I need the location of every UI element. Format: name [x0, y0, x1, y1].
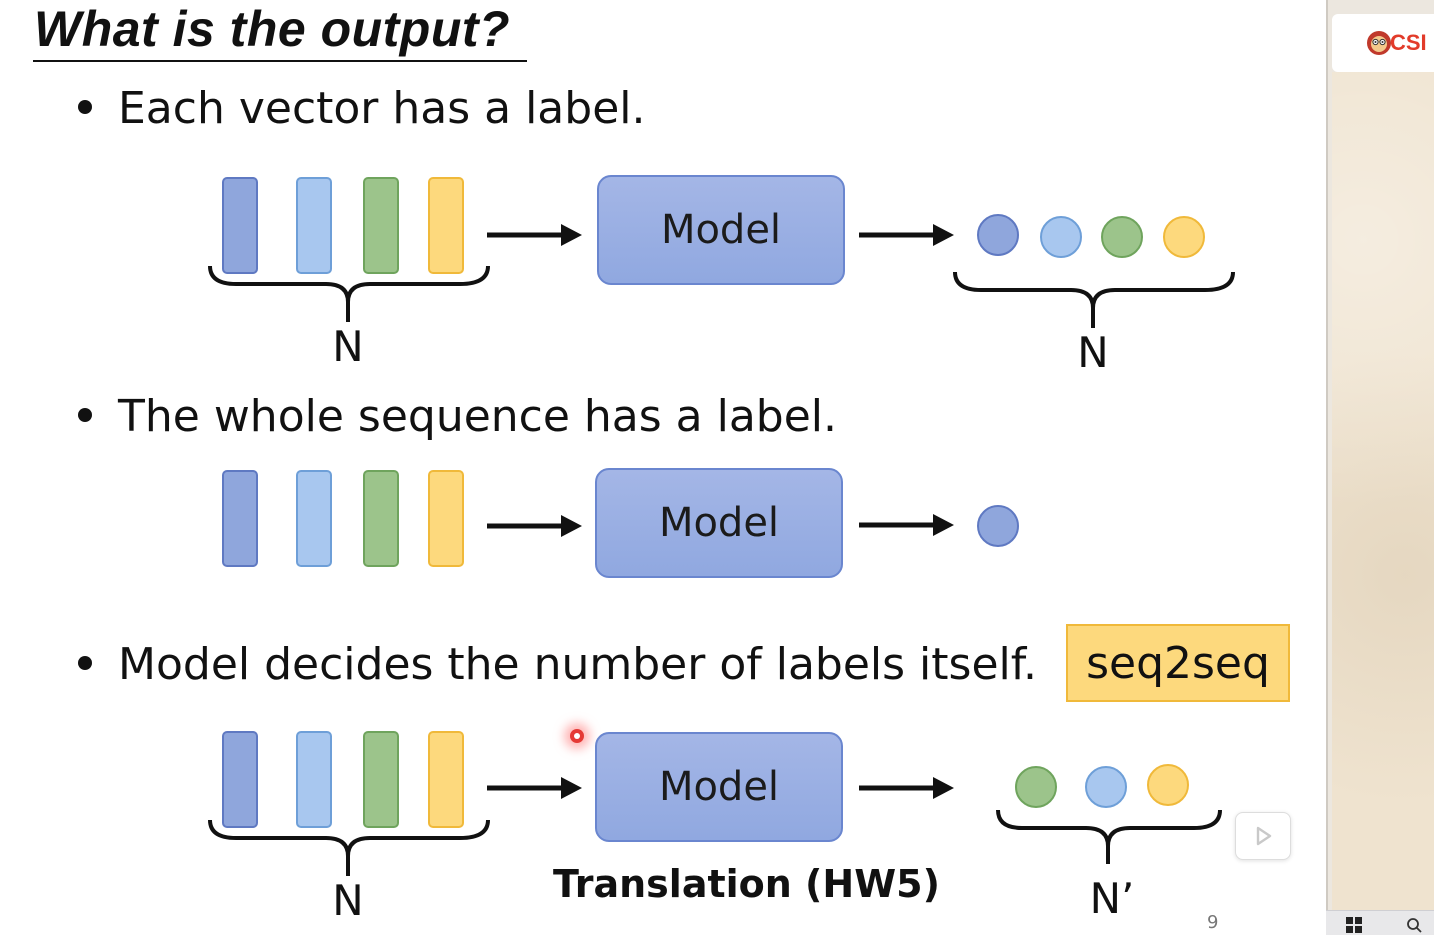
input-brace-3: [208, 819, 490, 876]
bullet-2: The whole sequence has a label.: [78, 392, 837, 442]
output-label-single: [977, 505, 1019, 547]
slide-title: What is the output?: [34, 1, 511, 57]
play-button[interactable]: [1235, 812, 1291, 860]
windows-start-icon[interactable]: [1346, 917, 1362, 933]
search-icon[interactable]: [1406, 917, 1422, 933]
output-label-1: [1015, 766, 1057, 808]
bullet-dot: [78, 656, 92, 670]
input-vector-3: [363, 177, 399, 274]
arrow-out-2: [859, 514, 954, 536]
input-vector-4: [428, 470, 464, 567]
input-vector-2: [296, 177, 332, 274]
output-brace-1: [953, 271, 1235, 328]
input-vector-1: [222, 470, 258, 567]
arrow-out-1: [859, 224, 954, 246]
monkey-logo-icon: [1367, 31, 1391, 55]
input-vector-2: [296, 470, 332, 567]
arrow-in-3: [487, 777, 582, 799]
page-number: 9: [1207, 912, 1219, 933]
side-panel-background: [1332, 72, 1434, 910]
slide: What is the output? Each vector has a la…: [33, 1, 1291, 933]
translation-caption: Translation (HW5): [553, 862, 940, 906]
input-vector-2: [296, 731, 332, 828]
brand-text: CSI: [1390, 30, 1427, 55]
play-icon: [1256, 826, 1272, 846]
side-panel: CSI: [1326, 0, 1434, 934]
output-count-label-3: N’: [1089, 874, 1135, 923]
bullet-dot: [78, 408, 92, 422]
bullet-3-text: Model decides the number of labels itsel…: [118, 639, 1038, 690]
output-label-2: [1040, 216, 1082, 258]
bullet-3: Model decides the number of labels itsel…: [78, 640, 1037, 690]
output-label-1: [977, 214, 1019, 256]
input-vector-1: [222, 177, 258, 274]
input-count-label-3: N: [332, 876, 364, 925]
bullet-2-text: The whole sequence has a label.: [118, 391, 838, 442]
input-vector-1: [222, 731, 258, 828]
title-underline: [33, 60, 527, 62]
input-vector-4: [428, 177, 464, 274]
input-count-label-1: N: [332, 322, 364, 371]
input-vector-4: [428, 731, 464, 828]
output-label-2: [1085, 766, 1127, 808]
input-vector-3: [363, 470, 399, 567]
bullet-dot: [78, 100, 92, 114]
taskbar: [1326, 910, 1434, 935]
output-label-3: [1147, 764, 1189, 806]
input-brace-1: [208, 265, 490, 322]
model-box-3: Model: [595, 732, 843, 842]
arrow-in-1: [487, 224, 582, 246]
output-label-4: [1163, 216, 1205, 258]
bullet-1: Each vector has a label.: [78, 84, 645, 134]
arrow-in-2: [487, 515, 582, 537]
output-count-label-1: N: [1077, 328, 1109, 377]
model-box-1: Model: [597, 175, 845, 285]
bullet-1-text: Each vector has a label.: [118, 83, 646, 134]
output-label-3: [1101, 216, 1143, 258]
laser-pointer-icon: [570, 729, 584, 743]
arrow-out-3: [859, 777, 954, 799]
output-brace-3: [996, 809, 1222, 864]
model-box-2: Model: [595, 468, 843, 578]
seq2seq-badge: seq2seq: [1066, 624, 1290, 702]
input-vector-3: [363, 731, 399, 828]
